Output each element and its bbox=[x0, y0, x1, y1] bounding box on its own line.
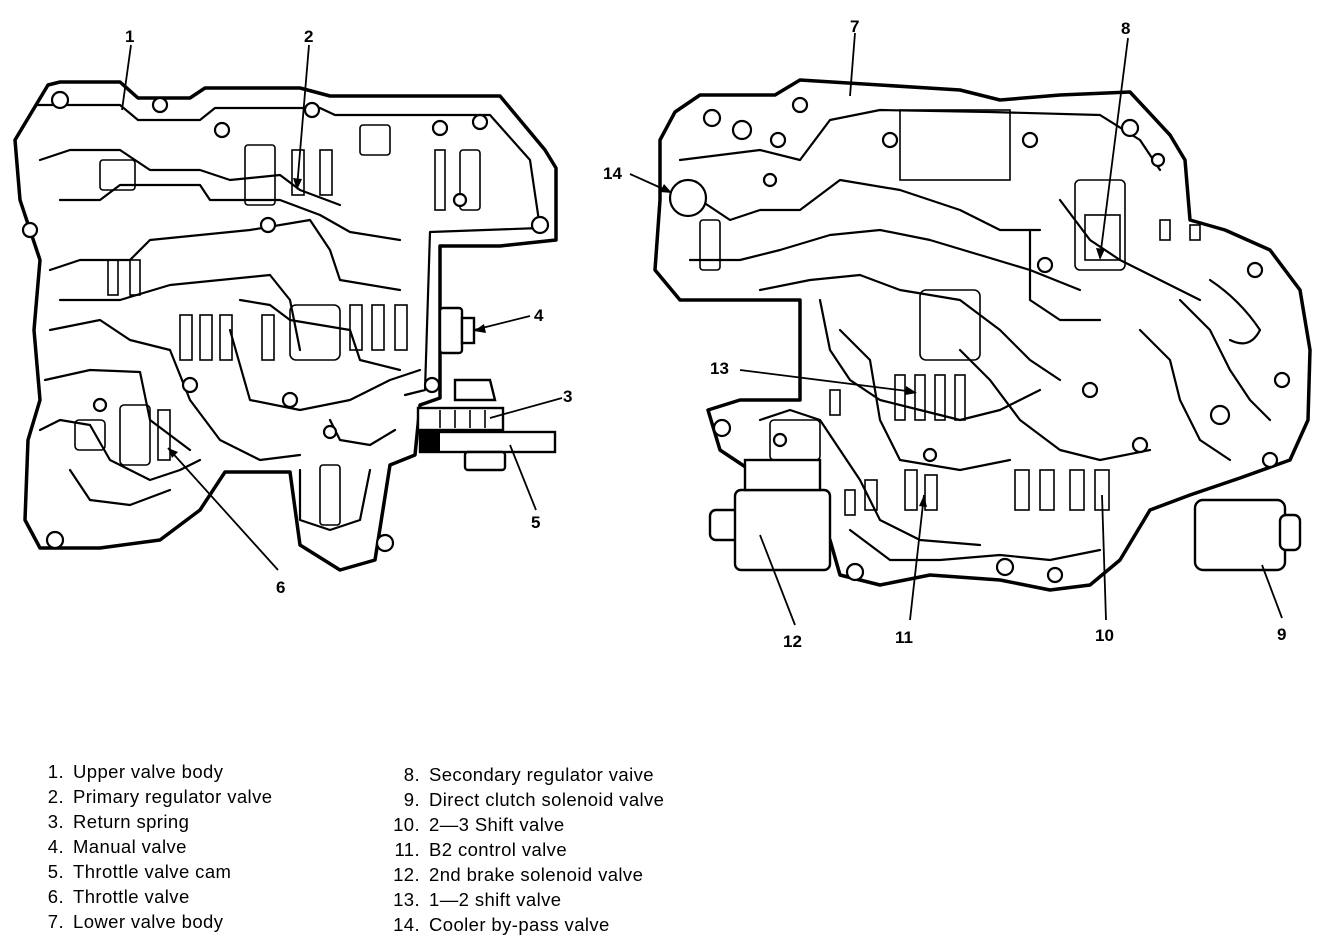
legend-number: 11. bbox=[394, 839, 420, 860]
legend-item: 12. 2nd brake solenoid valve bbox=[380, 862, 664, 887]
legend-number: 14. bbox=[393, 914, 420, 935]
legend-number: 12. bbox=[393, 864, 420, 885]
second-brake-solenoid-part bbox=[708, 458, 832, 572]
legend-number: 9. bbox=[403, 789, 420, 810]
legend-number: 1. bbox=[47, 761, 64, 782]
legend-number: 4. bbox=[47, 836, 64, 857]
legend-number: 6. bbox=[47, 886, 64, 907]
return-spring-part bbox=[416, 378, 505, 432]
legend-left: 1. Upper valve body 2. Primary regulator v… bbox=[36, 759, 272, 934]
callout-14: 14 bbox=[603, 164, 622, 183]
cooler-bypass-valve-part bbox=[668, 178, 708, 218]
callout-1: 1 bbox=[125, 27, 134, 46]
legend-number: 8. bbox=[403, 764, 420, 785]
legend-item: 5. Throttle valve cam bbox=[36, 859, 272, 884]
leader-arrowheads bbox=[168, 178, 1105, 507]
callout-12: 12 bbox=[783, 632, 802, 651]
manual-valve-part bbox=[438, 306, 476, 355]
legend-number: 5. bbox=[47, 861, 64, 882]
legend-item: 6. Throttle valve bbox=[36, 884, 272, 909]
legend-number: 3. bbox=[47, 811, 64, 832]
legend-label: Secondary regulator vaive bbox=[429, 764, 654, 785]
callout-11: 11 bbox=[895, 628, 913, 647]
legend-item: 10. 2—3 Shift valve bbox=[380, 812, 664, 837]
legend-label: Primary regulator valve bbox=[73, 786, 273, 807]
bolt-holes-lower bbox=[702, 96, 1291, 584]
leader-lines bbox=[121, 32, 1283, 626]
callout-7: 7 bbox=[850, 17, 859, 36]
legend-label: Upper valve body bbox=[73, 761, 224, 782]
legend-item: 13. 1—2 shift valve bbox=[380, 887, 664, 912]
callout-4: 4 bbox=[534, 306, 544, 325]
callout-5: 5 bbox=[531, 513, 540, 532]
callout-9: 9 bbox=[1277, 625, 1286, 644]
upper-valve-body-outline bbox=[13, 80, 558, 572]
legend-label: Throttle valve bbox=[73, 886, 190, 907]
legend-item: 14. Cooler by-pass valve bbox=[380, 912, 664, 937]
callout-8: 8 bbox=[1121, 19, 1130, 38]
valve-spools-upper bbox=[107, 149, 446, 461]
legend-item: 1. Upper valve body bbox=[36, 759, 272, 784]
legend-number: 2. bbox=[47, 786, 64, 807]
valve-spools-lower bbox=[829, 219, 1201, 516]
legend-label: Direct clutch solenoid valve bbox=[429, 789, 665, 810]
legend-label: 1—2 shift valve bbox=[429, 889, 562, 910]
legend-item: 3. Return spring bbox=[36, 809, 272, 834]
legend-item: 7. Lower valve body bbox=[36, 909, 272, 934]
callout-labels: 1 2 3 4 5 6 7 8 9 10 11 12 13 14 bbox=[125, 17, 1286, 651]
legend-number: 10. bbox=[393, 814, 420, 835]
callout-10: 10 bbox=[1095, 626, 1114, 645]
legend-label: Manual valve bbox=[73, 836, 187, 857]
upper-valve-body-drawing bbox=[13, 80, 558, 572]
throttle-valve-cam-part bbox=[418, 430, 557, 472]
callout-13: 13 bbox=[710, 359, 729, 378]
legend-label: 2nd brake solenoid valve bbox=[429, 864, 644, 885]
legend-item: 11. B2 control valve bbox=[380, 837, 664, 862]
legend-label: 2—3 Shift valve bbox=[429, 814, 565, 835]
legend-label: Return spring bbox=[73, 811, 190, 832]
legend-item: 4. Manual valve bbox=[36, 834, 272, 859]
legend-label: B2 control valve bbox=[429, 839, 568, 860]
legend-item: 8. Secondary regulator vaive bbox=[380, 762, 664, 787]
legend-item: 2. Primary regulator valve bbox=[36, 784, 272, 809]
legend-right: 8. Secondary regulator vaive 9. Direct clu… bbox=[380, 762, 664, 937]
bolt-holes-upper bbox=[21, 90, 550, 553]
legend-number: 13. bbox=[393, 889, 420, 910]
legend-number: 7. bbox=[47, 911, 64, 932]
legend-label: Cooler by-pass valve bbox=[429, 914, 610, 935]
legend-label: Lower valve body bbox=[73, 911, 224, 932]
callout-2: 2 bbox=[304, 27, 313, 46]
legend-item: 9. Direct clutch solenoid valve bbox=[380, 787, 664, 812]
callout-6: 6 bbox=[276, 578, 285, 597]
direct-clutch-solenoid-part bbox=[1193, 498, 1302, 572]
legend-label: Throttle valve cam bbox=[73, 861, 232, 882]
callout-3: 3 bbox=[563, 387, 572, 406]
lower-valve-body-drawing bbox=[653, 78, 1312, 592]
